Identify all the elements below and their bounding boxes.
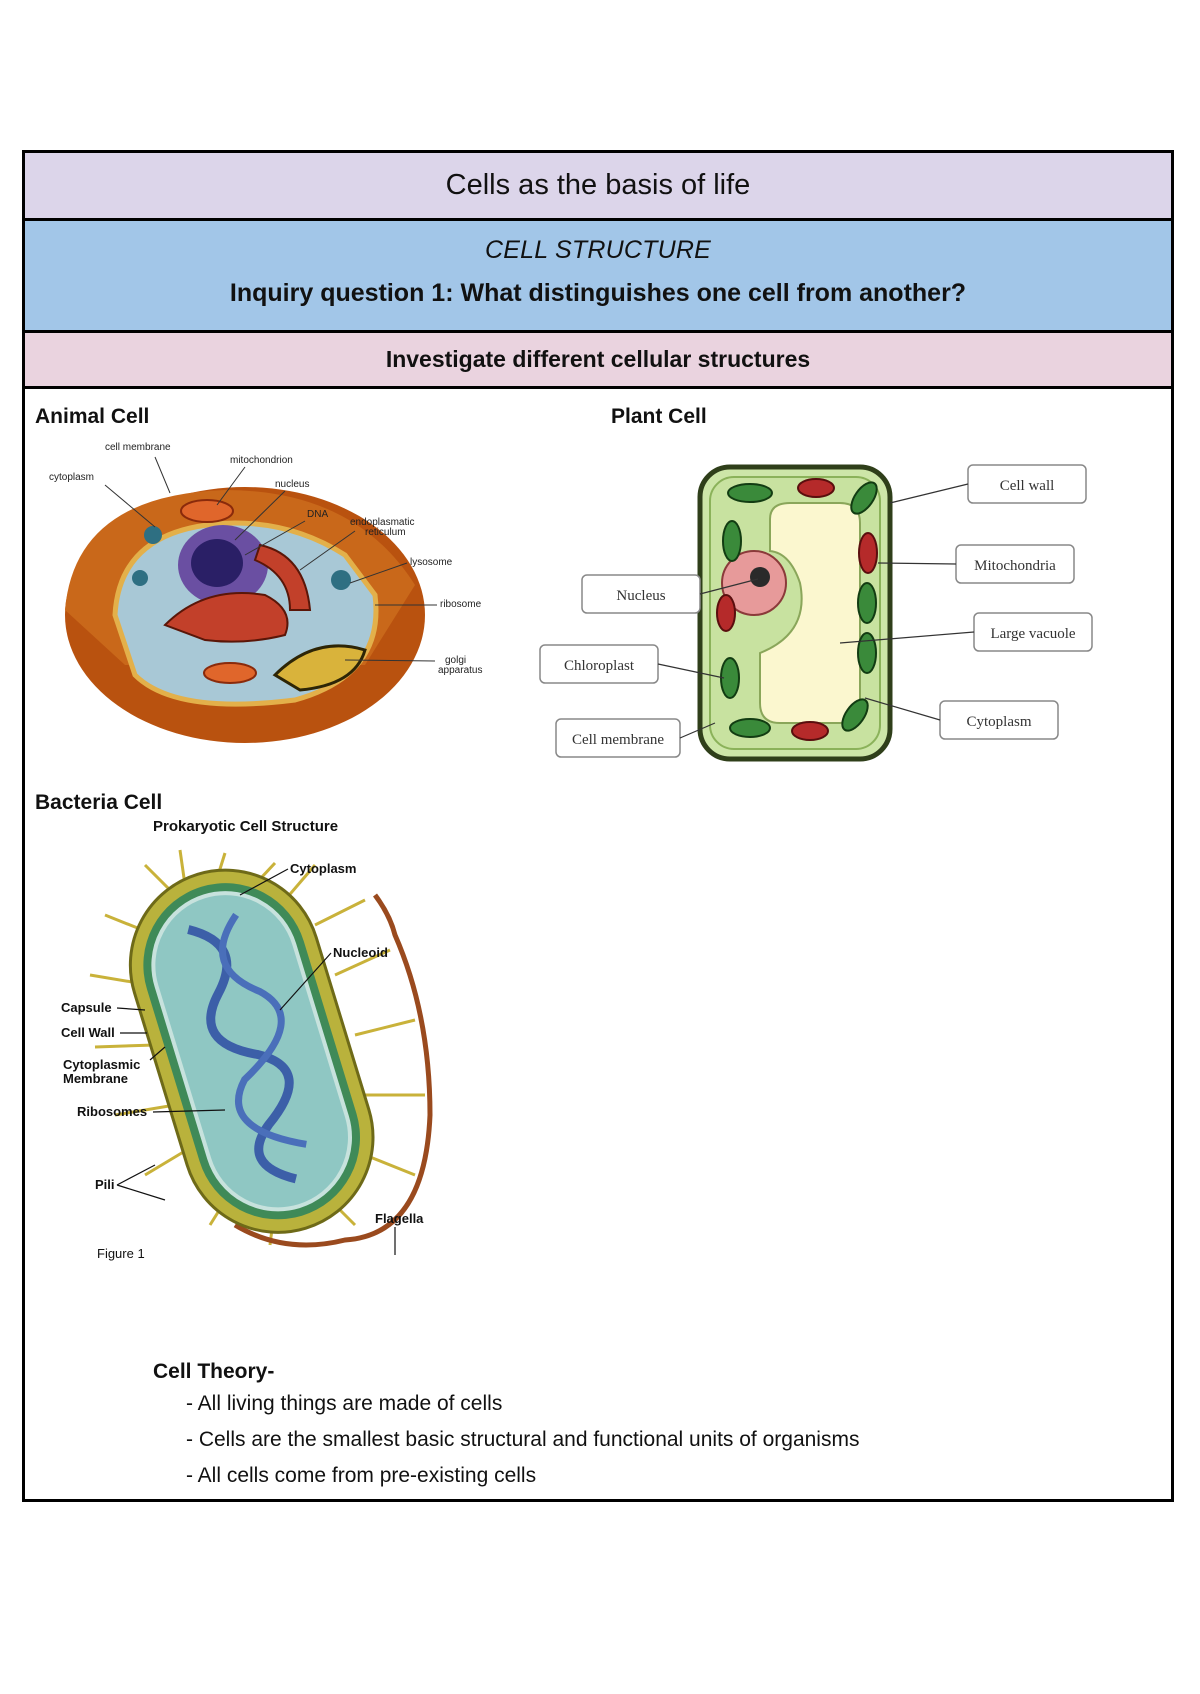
animal-label-ribosome: ribosome bbox=[440, 599, 482, 610]
animal-label-er-2: reticulum bbox=[365, 527, 406, 538]
worksheet: Cells as the basis of life CELL STRUCTUR… bbox=[22, 150, 1174, 1502]
animal-cell-diagram: cell membrane mitochondrion cytoplasm nu… bbox=[49, 442, 482, 743]
animal-label-er: endoplasmatic bbox=[350, 517, 414, 528]
cell-theory-title: Cell Theory- bbox=[153, 1360, 275, 1383]
animal-cell-heading: Animal Cell bbox=[35, 405, 150, 428]
animal-label-mitochondrion: mitochondrion bbox=[230, 455, 293, 466]
bacteria-label-cell-wall: Cell Wall bbox=[61, 1025, 115, 1040]
section-header: CELL STRUCTURE Inquiry question 1: What … bbox=[25, 221, 1171, 333]
plant-label-cell-membrane: Cell membrane bbox=[572, 732, 664, 748]
bacteria-subtitle: Prokaryotic Cell Structure bbox=[153, 818, 338, 835]
list-item: - All living things are made of cells bbox=[186, 1392, 503, 1415]
animal-label-cytoplasm: cytoplasm bbox=[49, 472, 94, 483]
bacteria-cell-diagram: Prokaryotic Cell Structure Cytoplasm Nuc… bbox=[61, 818, 433, 1261]
bacteria-label-pili: Pili bbox=[95, 1177, 115, 1192]
plant-label-mitochondria: Mitochondria bbox=[974, 558, 1056, 574]
bacteria-label-nucleoid: Nucleoid bbox=[333, 945, 388, 960]
bacteria-label-membrane: Cytoplasmic bbox=[63, 1057, 140, 1072]
plant-cell-diagram: Cell wall Mitochondria Nucleus Large vac… bbox=[539, 464, 1093, 762]
bacteria-label-cytoplasm: Cytoplasm bbox=[290, 861, 356, 876]
page-title: Cells as the basis of life bbox=[25, 153, 1171, 221]
animal-label-golgi-2: apparatus bbox=[438, 665, 482, 676]
animal-label-membrane: cell membrane bbox=[105, 442, 171, 453]
animal-label-golgi: golgi bbox=[445, 655, 466, 666]
animal-label-nucleus: nucleus bbox=[275, 479, 309, 490]
plant-label-nucleus: Nucleus bbox=[616, 588, 665, 604]
inquiry-question: Inquiry question 1: What distinguishes o… bbox=[229, 279, 967, 307]
list-item: - All cells come from pre-existing cells bbox=[186, 1464, 537, 1487]
bacteria-label-ribosomes: Ribosomes bbox=[77, 1104, 147, 1119]
subheading: Investigate different cellular structure… bbox=[25, 333, 1171, 389]
cell-theory: Cell Theory- - All living things are mad… bbox=[153, 1360, 859, 1498]
plant-label-large-vacuole: Large vacuole bbox=[990, 626, 1075, 642]
figure-caption: Figure 1 bbox=[97, 1246, 145, 1261]
plant-cell-heading: Plant Cell bbox=[611, 405, 707, 428]
plant-label-chloroplast: Chloroplast bbox=[564, 658, 635, 674]
animal-label-lysosome: lysosome bbox=[410, 557, 453, 568]
bacteria-cell-heading: Bacteria Cell bbox=[35, 791, 163, 814]
cell-theory-list: - All living things are made of cells - … bbox=[153, 1390, 859, 1489]
bacteria-label-membrane-2: Membrane bbox=[63, 1071, 128, 1086]
section-name: CELL STRUCTURE bbox=[485, 236, 711, 264]
list-item: - Cells are the smallest basic structura… bbox=[186, 1428, 860, 1451]
plant-label-cytoplasm: Cytoplasm bbox=[966, 714, 1031, 730]
plant-label-cell-wall: Cell wall bbox=[1000, 478, 1055, 494]
bacteria-label-flagella: Flagella bbox=[375, 1211, 424, 1226]
animal-label-dna: DNA bbox=[307, 509, 328, 520]
bacteria-label-capsule: Capsule bbox=[61, 1000, 112, 1015]
